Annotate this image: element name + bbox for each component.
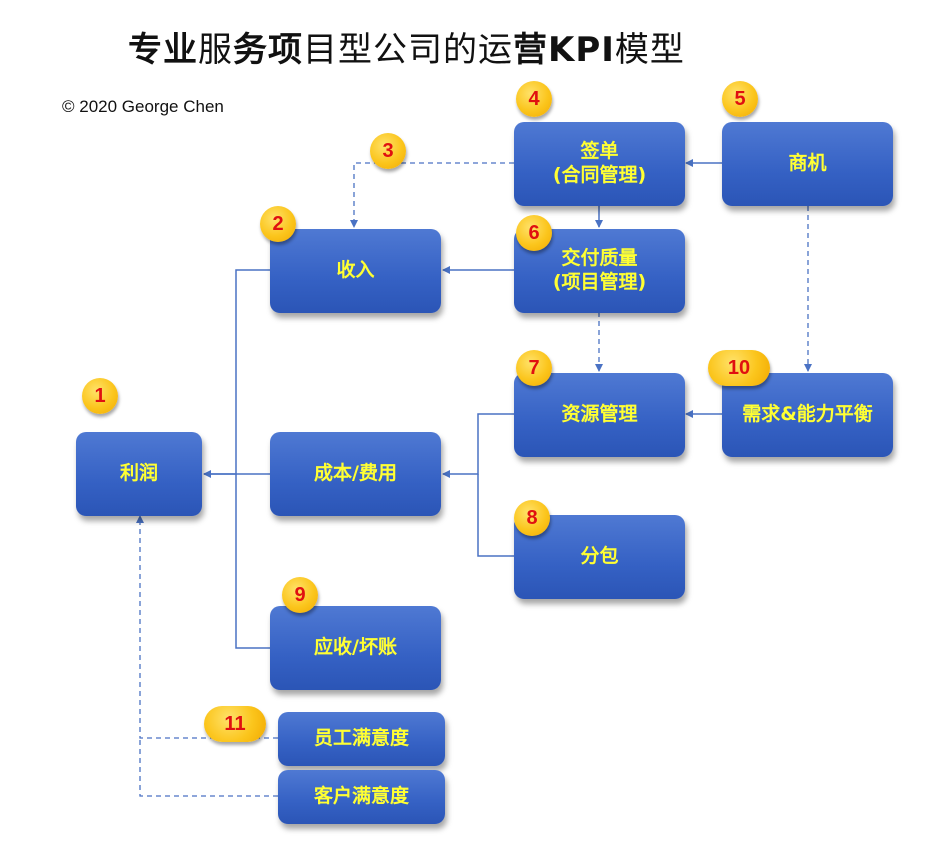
badge-3: 3 [370,133,406,169]
arrow-revenue-to-profit [203,269,270,478]
opportunity-box: 商机 [722,122,893,206]
opportunity-label: 商机 [788,152,827,175]
arrow-customer-to-profit [139,738,278,797]
badge-5: 5 [722,81,758,117]
customer-satisfaction-label: 客户满意度 [313,785,409,808]
subcontract-label: 分包 [580,545,619,568]
employee-satisfaction-label: 员工满意度 [313,727,409,750]
resource-label: 资源管理 [561,403,638,426]
resource-box: 资源管理 [514,373,685,457]
employee-satisfaction-box: 员工满意度 [278,712,445,766]
contract-box: 签单 (合同管理) [514,122,685,206]
customer-satisfaction-box: 客户满意度 [278,770,445,824]
badge-8: 8 [514,500,550,536]
badge-6: 6 [516,215,552,251]
delivery-label-line1: 交付质量 [561,247,638,270]
badge-9: 9 [282,577,318,613]
badge-4: 4 [516,81,552,117]
arrow-subcontract-to-cost [477,474,514,557]
arrow-employee-to-profit [136,515,278,739]
badge-11: 11 [204,706,266,742]
demand-box: 需求&能力平衡 [722,373,893,457]
cost-label: 成本/费用 [314,462,397,485]
arrow-receivable-to-profit [235,474,270,649]
badge-10: 10 [708,350,770,386]
profit-box: 利润 [76,432,202,516]
copyright: © 2020 George Chen [62,97,224,116]
badge-2: 2 [260,206,296,242]
demand-label: 需求&能力平衡 [742,403,873,426]
arrow-resource-to-cost [442,413,514,478]
delivery-label-line2: (项目管理) [552,271,647,293]
cost-box: 成本/费用 [270,432,441,516]
revenue-box: 收入 [270,229,441,313]
contract-label-line2: (合同管理) [552,164,647,186]
revenue-label: 收入 [336,259,375,282]
badge-1: 1 [82,378,118,414]
receivable-label: 应收/坏账 [314,636,397,659]
receivable-box: 应收/坏账 [270,606,441,690]
contract-label-line1: 签单 [580,140,619,163]
page-title: 专业服务项目型公司的运营KPI模型 [128,30,685,70]
badge-7: 7 [516,350,552,386]
profit-label: 利润 [119,462,158,485]
arrow-contract-to-revenue [350,162,514,228]
